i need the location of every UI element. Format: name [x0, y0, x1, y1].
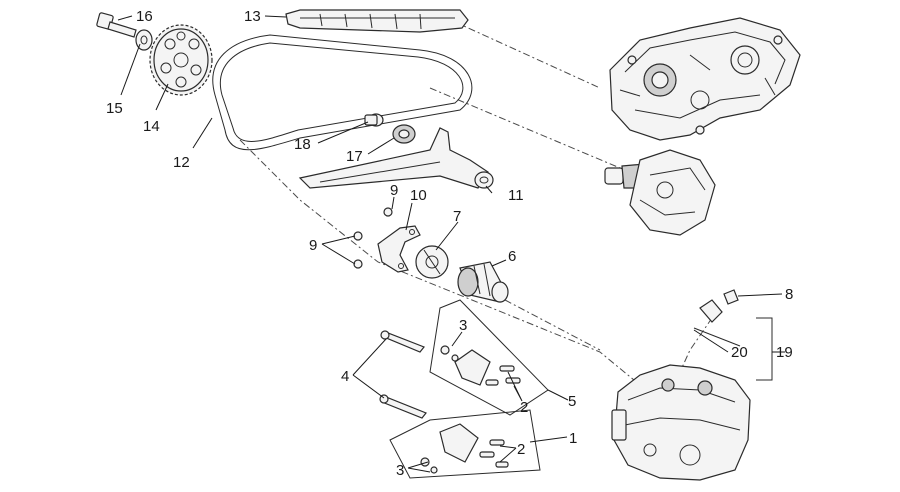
part-10-retainer-plate — [377, 225, 421, 273]
callout-20[interactable]: 20 — [731, 344, 748, 361]
callout-19[interactable]: 19 — [776, 344, 793, 361]
callout-3-lower[interactable]: 3 — [396, 462, 404, 479]
alignment-lines — [239, 21, 713, 386]
callout-10[interactable]: 10 — [410, 187, 427, 204]
part-18-pivot-screw — [364, 113, 384, 127]
callout-14[interactable]: 14 — [143, 118, 160, 135]
part-13-chain-guide — [285, 9, 469, 33]
callout-16[interactable]: 16 — [136, 8, 153, 25]
callout-9-top[interactable]: 9 — [390, 182, 398, 199]
callout-8[interactable]: 8 — [785, 286, 793, 303]
callout-18[interactable]: 18 — [294, 136, 311, 153]
callout-5[interactable]: 5 — [568, 393, 576, 410]
callout-11[interactable]: 11 — [508, 187, 524, 204]
callout-15[interactable]: 15 — [106, 100, 123, 117]
part-9-screws — [353, 207, 393, 269]
part-5-rocker-assembly-intake — [429, 299, 549, 416]
callout-2-lower[interactable]: 2 — [517, 441, 525, 458]
part-7-decompressor — [415, 245, 449, 279]
leader-lines — [117, 15, 785, 473]
part-12-timing-chain — [212, 34, 473, 151]
part-1-rocker-assembly-exhaust — [389, 409, 541, 479]
callout-12[interactable]: 12 — [173, 154, 190, 171]
callout-6[interactable]: 6 — [508, 248, 516, 265]
callout-labels: 16 15 14 12 13 18 17 11 9 10 7 9 6 3 2 4… — [106, 8, 793, 479]
callout-1[interactable]: 1 — [569, 430, 577, 447]
callout-3-upper[interactable]: 3 — [459, 317, 467, 334]
crankcase-illustration — [609, 17, 801, 141]
callout-13[interactable]: 13 — [244, 8, 261, 25]
callout-4[interactable]: 4 — [341, 368, 349, 385]
callout-2-upper[interactable]: 2 — [520, 399, 528, 416]
part-4-rocker-shafts — [379, 330, 427, 419]
part-11-tensioner-slider — [298, 127, 494, 189]
part-6-camshaft — [457, 261, 509, 303]
cylinder-head-illustration — [611, 364, 751, 481]
part-14-cam-sprocket — [149, 24, 213, 96]
part-17-bushing — [392, 124, 416, 144]
callout-9-left[interactable]: 9 — [309, 237, 317, 254]
callout-17[interactable]: 17 — [346, 148, 363, 165]
part-16-bolt — [96, 12, 137, 38]
crankshaft-illustration — [604, 149, 716, 236]
callout-7[interactable]: 7 — [453, 208, 461, 225]
part-19-tensioner-group — [693, 289, 773, 381]
